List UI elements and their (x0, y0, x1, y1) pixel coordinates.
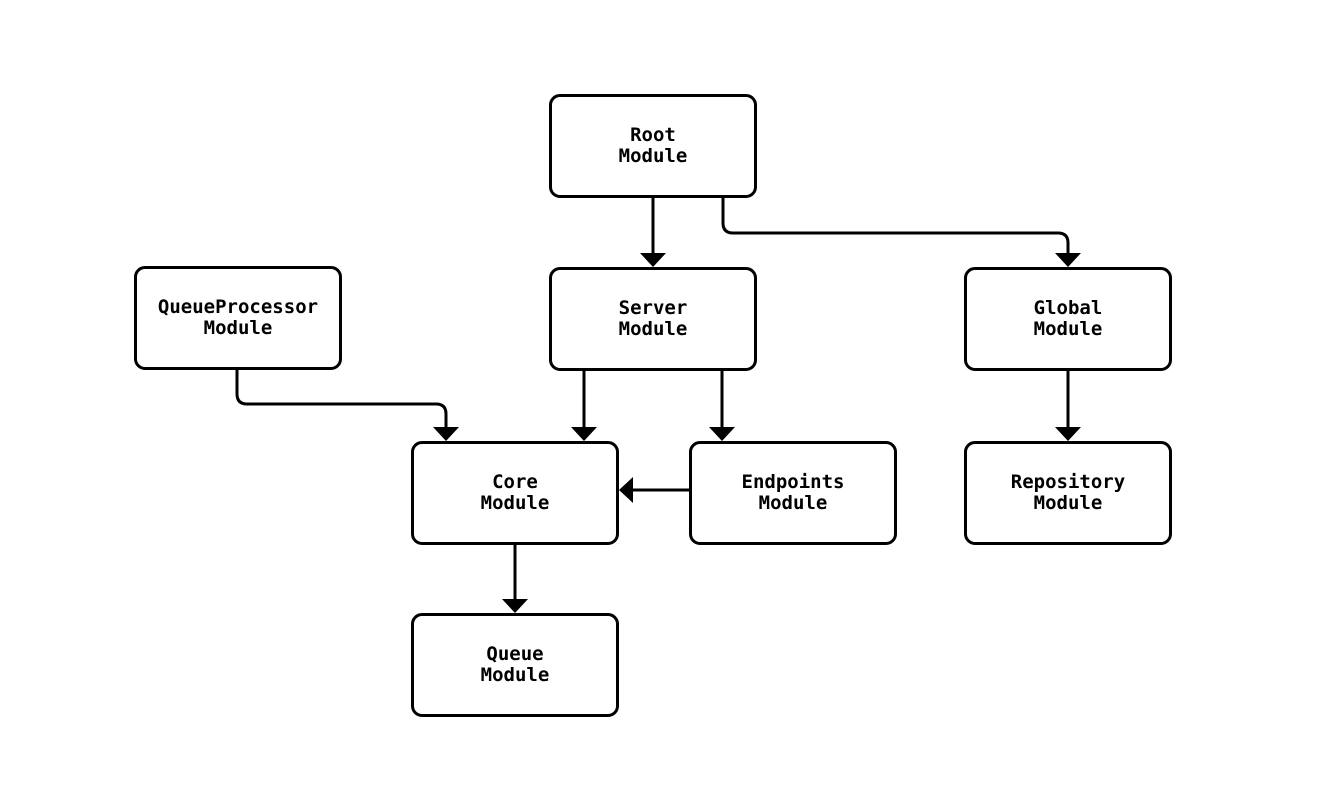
edge-server-to-endpoints (709, 371, 735, 441)
node-global-module-label: Global Module (1033, 297, 1103, 340)
node-root-module-label: Root Module (618, 124, 688, 167)
node-server-module-label: Server Module (618, 297, 688, 340)
node-server-module: Server Module (549, 267, 757, 371)
node-endpoints-module-label: Endpoints Module (741, 471, 845, 514)
node-repository-module: Repository Module (964, 441, 1172, 545)
edge-global-to-repository (1055, 371, 1081, 441)
node-repository-module-label: Repository Module (1010, 471, 1126, 514)
node-queue-module-label: Queue Module (480, 643, 550, 686)
node-global-module: Global Module (964, 267, 1172, 371)
edge-queueprocessor-to-core (235, 370, 459, 441)
node-queueprocessor-module-label: QueueProcessor Module (157, 296, 319, 339)
edge-root-to-server (640, 198, 666, 267)
node-core-module: Core Module (411, 441, 619, 545)
edge-core-to-queue (502, 545, 528, 613)
node-endpoints-module: Endpoints Module (689, 441, 897, 545)
edge-server-to-core (571, 371, 597, 441)
node-core-module-label: Core Module (480, 471, 550, 514)
edge-endpoints-to-core (619, 477, 689, 503)
node-queue-module: Queue Module (411, 613, 619, 717)
node-root-module: Root Module (549, 94, 757, 198)
node-queueprocessor-module: QueueProcessor Module (134, 266, 342, 370)
edge-root-to-global (721, 198, 1081, 267)
